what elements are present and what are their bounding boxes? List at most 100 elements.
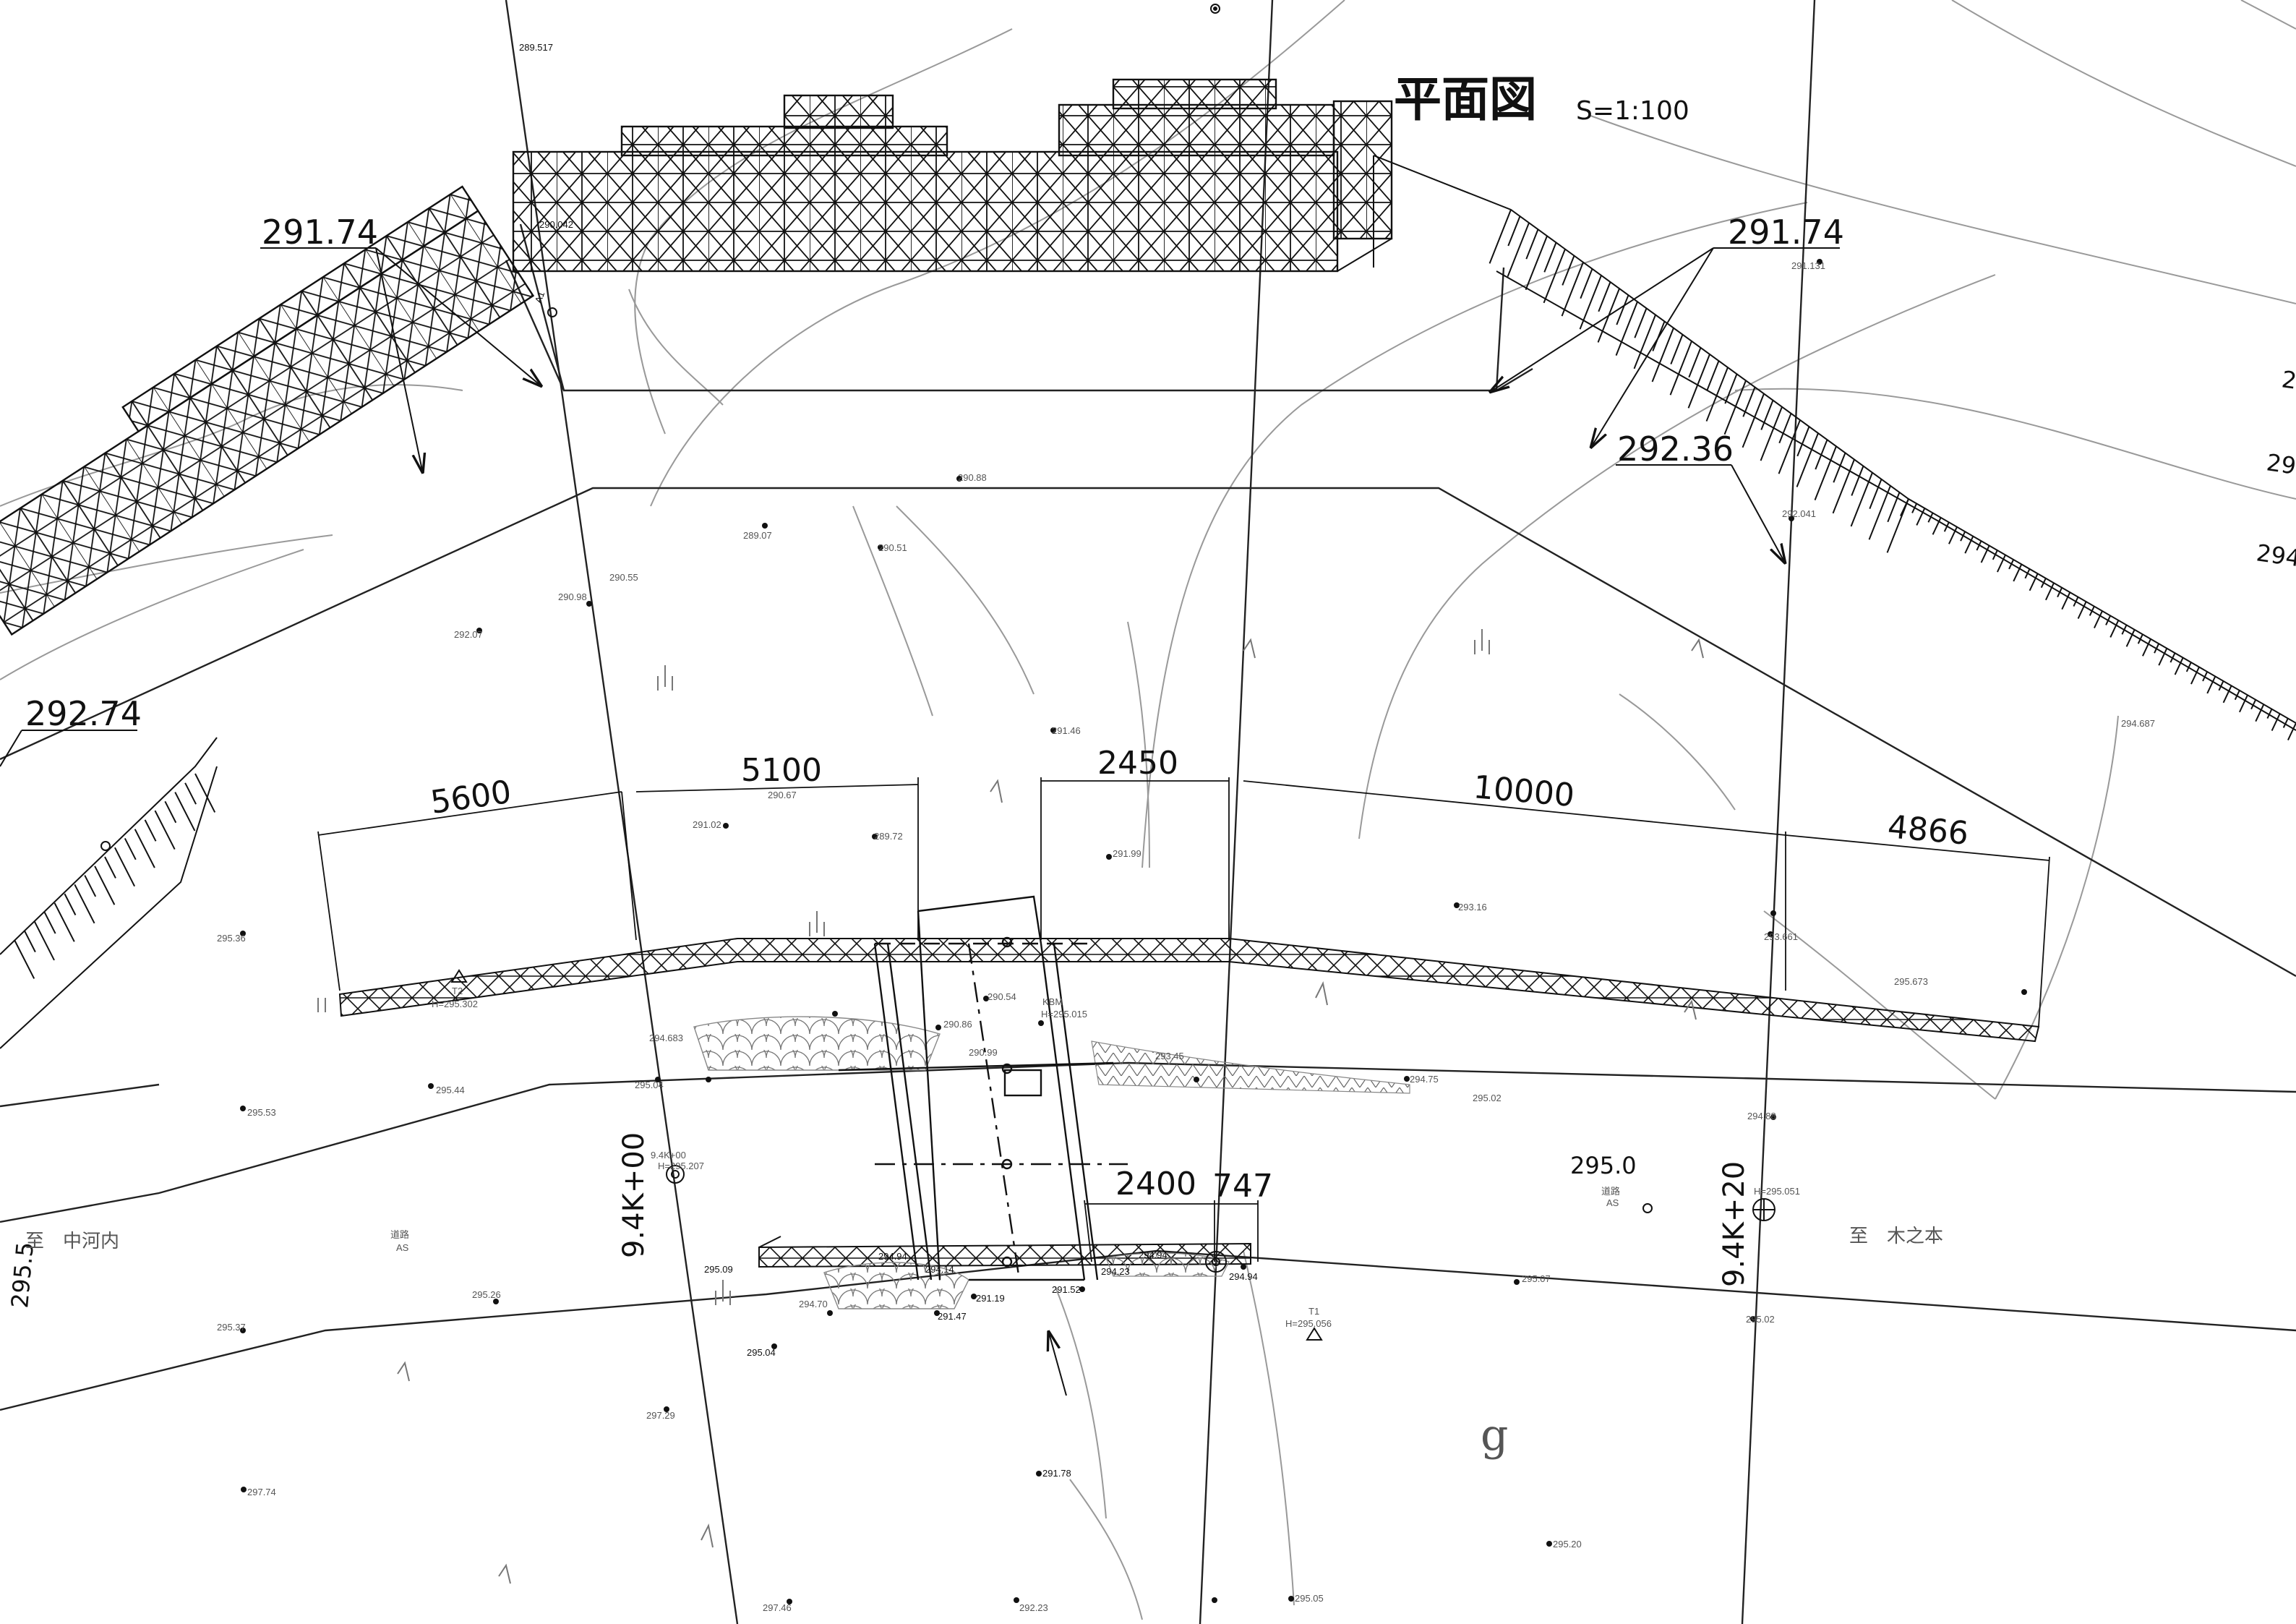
survey-point-label: 290.98 [558, 591, 587, 602]
benchmark-labels: A1 T1 H=295.056 T2 H=295.302 KBM H=295.0… [432, 290, 1332, 1329]
benchmark-height: H=295.015 [1041, 1009, 1087, 1020]
survey-point-label: 295.44 [436, 1085, 465, 1095]
survey-point-label: 292.23 [1019, 1602, 1048, 1613]
slope-hatch-left [0, 737, 218, 1049]
survey-point-label: 297.74 [247, 1487, 276, 1497]
survey-point-label: 297.46 [763, 1602, 792, 1613]
elevation-labels: 291.74 291.74 292.36 292.74 295.0 295.5 … [6, 213, 2296, 1309]
riprap-areas [693, 1016, 1410, 1309]
dimension-label: 5100 [741, 752, 822, 789]
survey-point-label: 294.23 [1101, 1266, 1130, 1277]
road-label: 道路 [1601, 1186, 1620, 1197]
survey-point-label: 289.72 [874, 831, 903, 842]
dimension-label: 2400 [1115, 1166, 1196, 1202]
vegetation-marks [317, 629, 1704, 1584]
survey-point-label: 295.02 [1473, 1093, 1502, 1103]
survey-point-label: 294.687 [2121, 718, 2155, 729]
direction-label: 至 中河内 [25, 1231, 119, 1252]
survey-point-label: 289.07 [743, 530, 772, 541]
road-label: AS [1606, 1197, 1619, 1208]
survey-point-labels: 289.517 290.042 290.88 289.07 290.51 290.98 29… [217, 42, 2155, 1613]
survey-point-label: 290.99 [969, 1047, 998, 1058]
survey-point-label: 290.54 [988, 991, 1016, 1002]
survey-point-label: 294.94 [1139, 1249, 1168, 1260]
station-note: 9.4K+00 [651, 1150, 686, 1161]
survey-point-label: 291.47 [938, 1311, 967, 1322]
road-alignment [0, 1061, 2296, 1411]
slope-hatch-right [1373, 155, 2296, 740]
survey-point-label: 295.04 [747, 1347, 776, 1358]
survey-point-label: 295.04 [635, 1080, 664, 1090]
survey-point-label: 292.07 [454, 629, 483, 640]
elevation-label: 292.74 [25, 694, 142, 733]
survey-point-label: 295.02 [1746, 1314, 1775, 1325]
survey-point-label: 290.55 [609, 572, 638, 583]
gabion-left [0, 185, 535, 636]
place-labels: 至 中河内 至 木之本 道路 AS 道路 AS g [25, 1186, 1943, 1461]
survey-point-label: 293.661 [1764, 931, 1798, 942]
benchmark-symbols [100, 4, 1775, 1341]
survey-point-label: 294.683 [649, 1033, 683, 1043]
survey-point-label: 294.75 [1410, 1074, 1439, 1085]
gabion-top [512, 78, 1393, 273]
drawing-scale: S=1:100 [1576, 96, 1689, 126]
retaining-walls [338, 938, 2040, 1268]
elevation-label: 295.5 [6, 1241, 39, 1309]
survey-point-label: 290.88 [958, 472, 987, 483]
direction-label: 至 木之本 [1849, 1226, 1943, 1247]
survey-point-label: 291.19 [976, 1293, 1005, 1304]
elevation-label: 295.0 [1570, 1152, 1637, 1179]
elevation-label: 292.36 [1617, 429, 1734, 469]
survey-point-label: 292.041 [1782, 508, 1816, 519]
dimension-lines [317, 777, 2050, 1262]
survey-point-label: 291.78 [1042, 1468, 1071, 1479]
benchmark-label: KBM [1042, 996, 1063, 1007]
survey-point-label: 295.673 [1894, 976, 1928, 987]
survey-point-label: 291.99 [1113, 848, 1141, 859]
survey-point-label: 295.37 [217, 1322, 246, 1333]
benchmark-height: H=295.056 [1285, 1318, 1332, 1329]
survey-point-label: 295.36 [217, 933, 246, 944]
station-label: 9.4K+20 [1718, 1161, 1751, 1287]
survey-dots [240, 259, 2027, 1604]
drawing-title-block: 平面図 S=1:100 [1394, 72, 1689, 127]
survey-point-label: 294.94 [878, 1251, 907, 1262]
survey-point-label: 295.09 [704, 1264, 733, 1275]
survey-point-label: 293.45 [1155, 1051, 1184, 1061]
station-label: 9.4K+00 [617, 1132, 651, 1258]
benchmark-height: H=295.302 [432, 999, 478, 1009]
survey-point-label: 291.02 [693, 819, 721, 830]
elevation-label: 291.74 [262, 213, 378, 252]
drawing-title: 平面図 [1394, 72, 1537, 127]
dimension-label: 5600 [428, 774, 513, 821]
survey-point-label: 295.05 [1295, 1593, 1324, 1604]
road-label: AS [396, 1242, 409, 1253]
survey-point-label: 295.53 [247, 1107, 276, 1118]
survey-point-label: 295.07 [1522, 1273, 1551, 1284]
survey-point-label: 293.16 [1458, 902, 1487, 913]
survey-point-label: 297.29 [646, 1410, 675, 1421]
survey-point-label: 294.88 [1747, 1111, 1776, 1121]
survey-point-label: 289.517 [519, 42, 553, 53]
dimension-label: 747 [1212, 1168, 1273, 1205]
survey-point-label: 291.46 [1052, 725, 1081, 736]
benchmark-label: T1 [1308, 1306, 1319, 1317]
elevation-label: 2 [2280, 365, 2296, 394]
elevation-label: 294 [2255, 539, 2296, 572]
elevation-label: 29 [2265, 448, 2296, 479]
survey-point-label: 295.20 [1553, 1539, 1582, 1550]
benchmark-label: A1 [533, 290, 547, 304]
road-label: 道路 [390, 1229, 409, 1240]
survey-point-label: 294.94 [1229, 1271, 1258, 1282]
survey-point-label: 290.86 [943, 1019, 972, 1030]
glyph-label: g [1481, 1410, 1508, 1461]
foundation-outline [0, 223, 2296, 978]
dimension-label: 10000 [1472, 769, 1576, 814]
elevation-label: 291.74 [1728, 213, 1844, 252]
station-height: H=295.207 [658, 1161, 704, 1171]
dimension-label: 2450 [1097, 745, 1178, 782]
survey-point-label: 290.51 [878, 542, 907, 553]
survey-point-label: 290.042 [539, 219, 573, 230]
culvert-structure [838, 895, 1128, 1281]
